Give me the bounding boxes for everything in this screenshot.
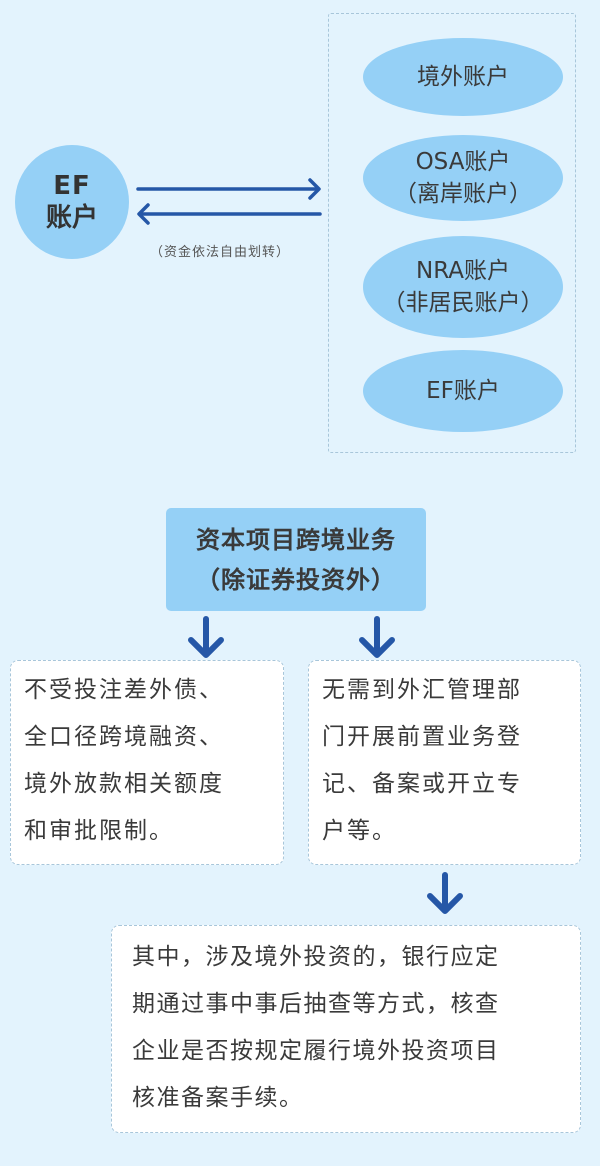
account-offshore-label: 境外账户: [417, 64, 509, 90]
arrow-down-icon: [188, 616, 224, 658]
target-accounts-group: 境外账户 OSA账户 （离岸账户） NRA账户 （非居民账户） EF账户: [328, 13, 576, 453]
registration-exemption-note: 无需到外汇管理部 门开展前置业务登 记、备案或开立专 户等。: [308, 660, 581, 865]
ef-account-label-line1: EF: [53, 171, 91, 201]
note-line: 门开展前置业务登: [322, 724, 522, 750]
ef-account-circle: EF 账户: [15, 145, 129, 259]
overseas-investment-check-note: 其中，涉及境外投资的，银行应定 期通过事中事后抽查等方式，核查 企业是否按规定履…: [111, 925, 581, 1133]
note-line: 记、备案或开立专: [322, 771, 522, 797]
transfer-note: （资金依法自由划转）: [150, 245, 291, 260]
ef-account-label-line2: 账户: [45, 203, 98, 233]
account-osa-label: OSA账户: [415, 149, 511, 175]
note-line: 无需到外汇管理部: [322, 677, 522, 703]
account-nra-label: NRA账户: [416, 258, 510, 284]
note-line: 期通过事中事后抽查等方式，核查: [132, 991, 500, 1017]
note-line: 全口径跨境融资、: [24, 724, 224, 750]
account-nra-sublabel: （非居民账户）: [382, 290, 544, 316]
capital-business-title: 资本项目跨境业务: [196, 525, 396, 554]
arrow-left-icon: [137, 203, 322, 225]
arrow-right-icon: [136, 178, 321, 200]
capital-business-box: 资本项目跨境业务 （除证券投资外）: [166, 508, 426, 611]
capital-business-subtitle: （除证券投资外）: [196, 565, 396, 594]
bidirectional-arrows: [136, 178, 322, 225]
quota-exemption-note: 不受投注差外债、 全口径跨境融资、 境外放款相关额度 和审批限制。: [10, 660, 284, 865]
account-ef: EF账户: [363, 350, 563, 432]
account-offshore: 境外账户: [363, 38, 563, 116]
note-line: 境外放款相关额度: [24, 771, 224, 797]
account-ef-label: EF账户: [426, 378, 500, 404]
note-line: 和审批限制。: [24, 818, 174, 844]
note-line: 不受投注差外债、: [24, 677, 224, 703]
note-line: 户等。: [322, 818, 397, 844]
account-osa: OSA账户 （离岸账户）: [363, 135, 563, 221]
account-nra: NRA账户 （非居民账户）: [363, 236, 563, 338]
note-line: 其中，涉及境外投资的，银行应定: [132, 944, 500, 970]
note-line: 核准备案手续。: [132, 1085, 304, 1111]
account-osa-sublabel: （离岸账户）: [394, 181, 532, 207]
arrow-down-icon: [359, 616, 395, 658]
note-line: 企业是否按规定履行境外投资项目: [132, 1038, 500, 1064]
arrow-down-icon: [427, 872, 463, 914]
